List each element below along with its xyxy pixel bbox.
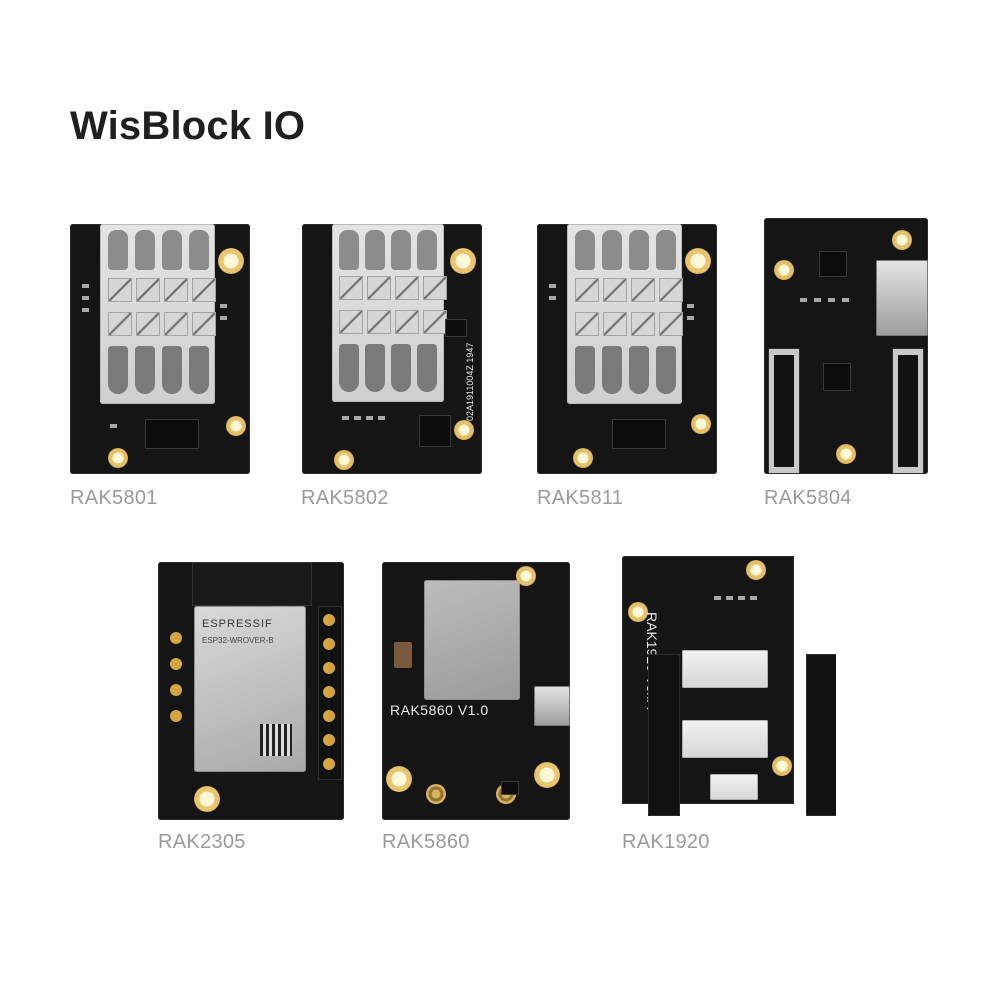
board-rak2305: ESPRESSIF ESP32-WROVER-B <box>158 562 344 820</box>
mounting-hole <box>516 566 536 586</box>
silkscreen-version: RAK5860 V1.0 <box>390 702 489 718</box>
mounting-hole <box>454 420 474 440</box>
mounting-hole <box>386 766 412 792</box>
pin-header <box>648 654 680 816</box>
mounting-hole <box>334 450 354 470</box>
board-rak5811 <box>537 224 717 474</box>
mounting-hole <box>892 230 912 250</box>
pin-header <box>892 348 924 474</box>
nbiot-module <box>424 580 520 700</box>
ic-chip <box>446 320 466 336</box>
mounting-hole <box>218 248 244 274</box>
usb-port <box>534 686 570 726</box>
board-label: RAK5801 <box>70 487 158 509</box>
board-label: RAK5811 <box>537 487 624 509</box>
mounting-hole <box>746 560 766 580</box>
silkscreen-code: 02A1911004Z 1947 <box>465 342 475 421</box>
ic-chip <box>502 782 518 794</box>
grove-connector <box>682 650 768 688</box>
ic-chip <box>146 420 198 448</box>
esp32-module: ESPRESSIF ESP32-WROVER-B <box>194 606 306 772</box>
mounting-hole <box>108 448 128 468</box>
ic-chip <box>613 420 665 448</box>
mounting-hole <box>194 786 220 812</box>
terminal-block <box>567 224 683 404</box>
board-label: RAK1920 <box>622 831 710 853</box>
board-label: RAK2305 <box>158 831 246 853</box>
ic-chip <box>820 252 846 276</box>
mounting-hole <box>836 444 856 464</box>
board-rak5860: RAK5860 V1.0 <box>382 562 570 820</box>
pin-header <box>806 654 836 816</box>
module-name: ESP32-WROVER-B <box>202 636 274 645</box>
mounting-hole <box>685 248 711 274</box>
board-label: RAK5860 <box>382 831 470 853</box>
mounting-hole <box>450 248 476 274</box>
mounting-hole <box>772 756 792 776</box>
page-title: WisBlock IO <box>70 104 306 148</box>
mounting-hole <box>534 762 560 788</box>
mounting-hole <box>573 448 593 468</box>
mounting-hole <box>691 414 711 434</box>
ic-chip <box>824 364 850 390</box>
module-brand: ESPRESSIF <box>202 618 273 630</box>
grove-connector <box>710 774 758 800</box>
board-rak1920: RAK1920 Ver.A <box>622 556 836 818</box>
grove-connector <box>682 720 768 758</box>
board-rak5801 <box>70 224 250 474</box>
board-rak5804 <box>764 218 928 474</box>
board-rak5802: 02A1911004Z 1947 <box>302 224 482 474</box>
usb-port <box>876 260 928 336</box>
mounting-hole <box>628 602 648 622</box>
board-label: RAK5802 <box>301 487 389 509</box>
mounting-hole <box>774 260 794 280</box>
mounting-hole <box>226 416 246 436</box>
terminal-block <box>100 224 216 404</box>
ic-chip <box>420 416 450 446</box>
pin-header <box>768 348 800 474</box>
board-label: RAK5804 <box>764 487 852 509</box>
terminal-block <box>332 224 447 402</box>
